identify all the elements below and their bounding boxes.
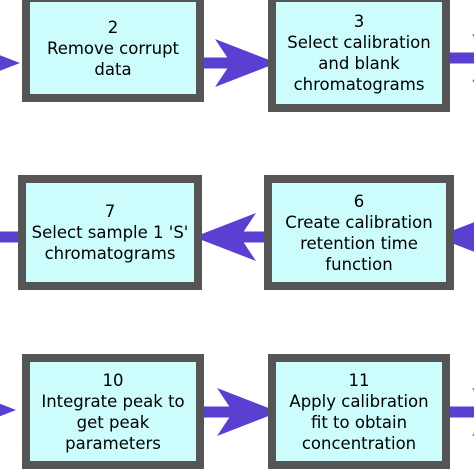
step-text-line: function [325,254,393,274]
arrow-step-2-to-3 [193,39,277,87]
arrow-out-of-step-3 [450,34,474,82]
arrow-step-10-to-11 [195,388,279,436]
step-box-2: 2 Remove corrupt data [22,0,204,102]
arrow-out-of-step-7 [0,213,20,261]
arrow-into-step-10 [0,386,16,434]
step-text-line: data [94,59,132,79]
step-number: 2 [107,17,119,37]
step-text-line: chromatograms [44,244,176,263]
step-text-line: Remove corrupt [46,38,180,58]
arrow-out-of-step-11 [450,388,474,436]
step-number: 6 [353,191,365,211]
step-number: 7 [104,202,116,221]
step-text-line: get peak [76,412,150,432]
step-text-line: Create calibration [285,212,433,232]
step-text-line: Apply calibration [289,391,429,411]
step-number: 3 [353,12,365,31]
step-box-7: 7 Select sample 1 'S' chromatograms [18,175,202,290]
step-box-6: 6 Create calibration retention time func… [264,175,454,290]
step-text-line: Integrate peak to [41,391,185,411]
step-text-line: parameters [65,433,161,453]
step-box-10: 10 Integrate peak to get peak parameters [22,354,204,469]
step-text-line: chromatograms [293,75,425,94]
step-text-line: fit to obtain [310,412,408,432]
step-box-3: 3 Select calibration and blank chromatog… [268,0,450,112]
step-text-line: and blank [318,54,400,73]
step-box-11: 11 Apply calibration fit to obtain conce… [268,354,450,469]
arrow-into-step-2 [0,39,20,87]
step-text-line: retention time [300,233,418,253]
step-number: 11 [348,370,370,390]
step-text-line: Select calibration [287,33,431,52]
step-text-line: concentration [301,433,417,453]
step-text-line: Select sample 1 'S' [31,223,189,242]
step-number: 10 [102,370,124,390]
